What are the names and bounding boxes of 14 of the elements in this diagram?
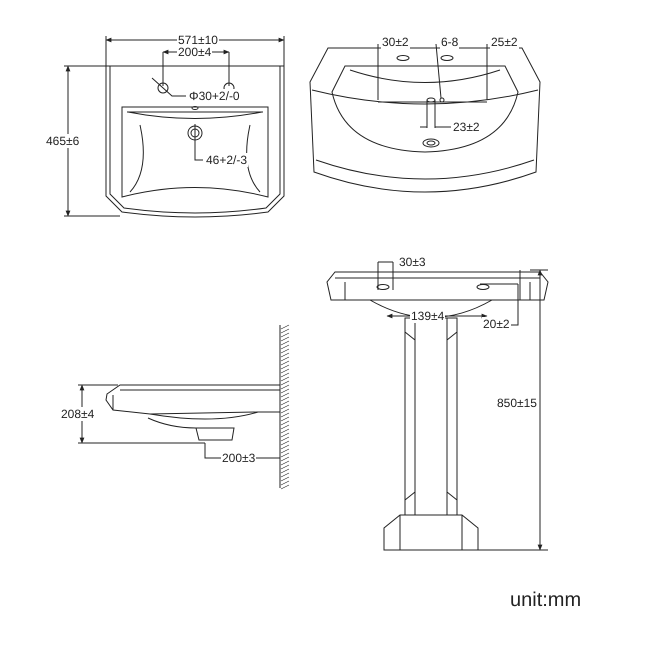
dimension-label: 465±6 [45, 134, 80, 148]
dimension-label: 30±3 [398, 255, 427, 269]
dimension-label: Φ30+2/-0 [188, 89, 241, 103]
dimension-label: 200±3 [221, 451, 256, 465]
dimension-label: 200±4 [177, 45, 212, 59]
dimension-label: 25±2 [490, 35, 519, 49]
dimension-label: 850±15 [496, 396, 538, 410]
dimension-label: 6-8 [440, 35, 460, 49]
dimension-label: 139±4 [410, 309, 446, 323]
dimension-label: 46+2/-3 [205, 153, 248, 167]
dimension-label: 30±2 [381, 35, 410, 49]
dimension-label: 23±2 [452, 120, 481, 134]
dimension-label: 20±2 [482, 317, 511, 331]
dimension-label: 208±4 [60, 407, 96, 421]
